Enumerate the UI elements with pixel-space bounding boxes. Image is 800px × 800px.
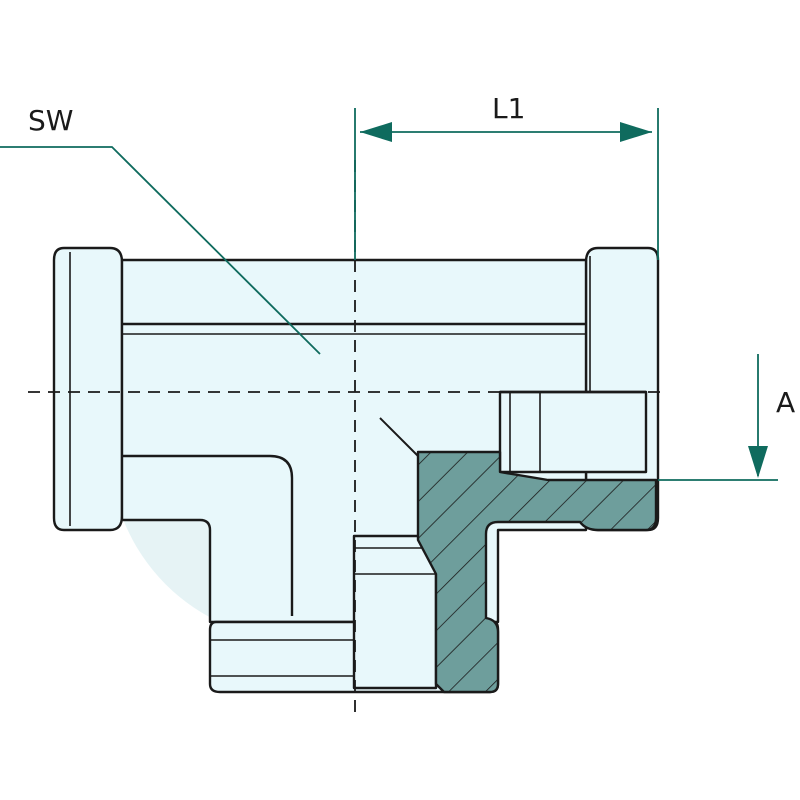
a-arrow [748, 446, 768, 478]
sw-label: SW [28, 104, 73, 137]
fitting-body [52, 246, 660, 694]
l1-label: L1 [492, 92, 525, 125]
branch-bore [122, 454, 294, 616]
l1-arrow-left [360, 122, 392, 142]
left-nut [52, 246, 124, 532]
a-label: A [776, 386, 795, 419]
section-hatch [416, 450, 658, 694]
right-thread-area [498, 390, 648, 474]
a-dimension [658, 354, 778, 481]
bottom-socket [352, 534, 438, 690]
sw-leader [0, 146, 321, 355]
sw-leader-line [0, 146, 321, 355]
l1-arrow-right [620, 122, 652, 142]
inner-diagonal [379, 417, 419, 457]
l1-dimension [354, 108, 659, 260]
